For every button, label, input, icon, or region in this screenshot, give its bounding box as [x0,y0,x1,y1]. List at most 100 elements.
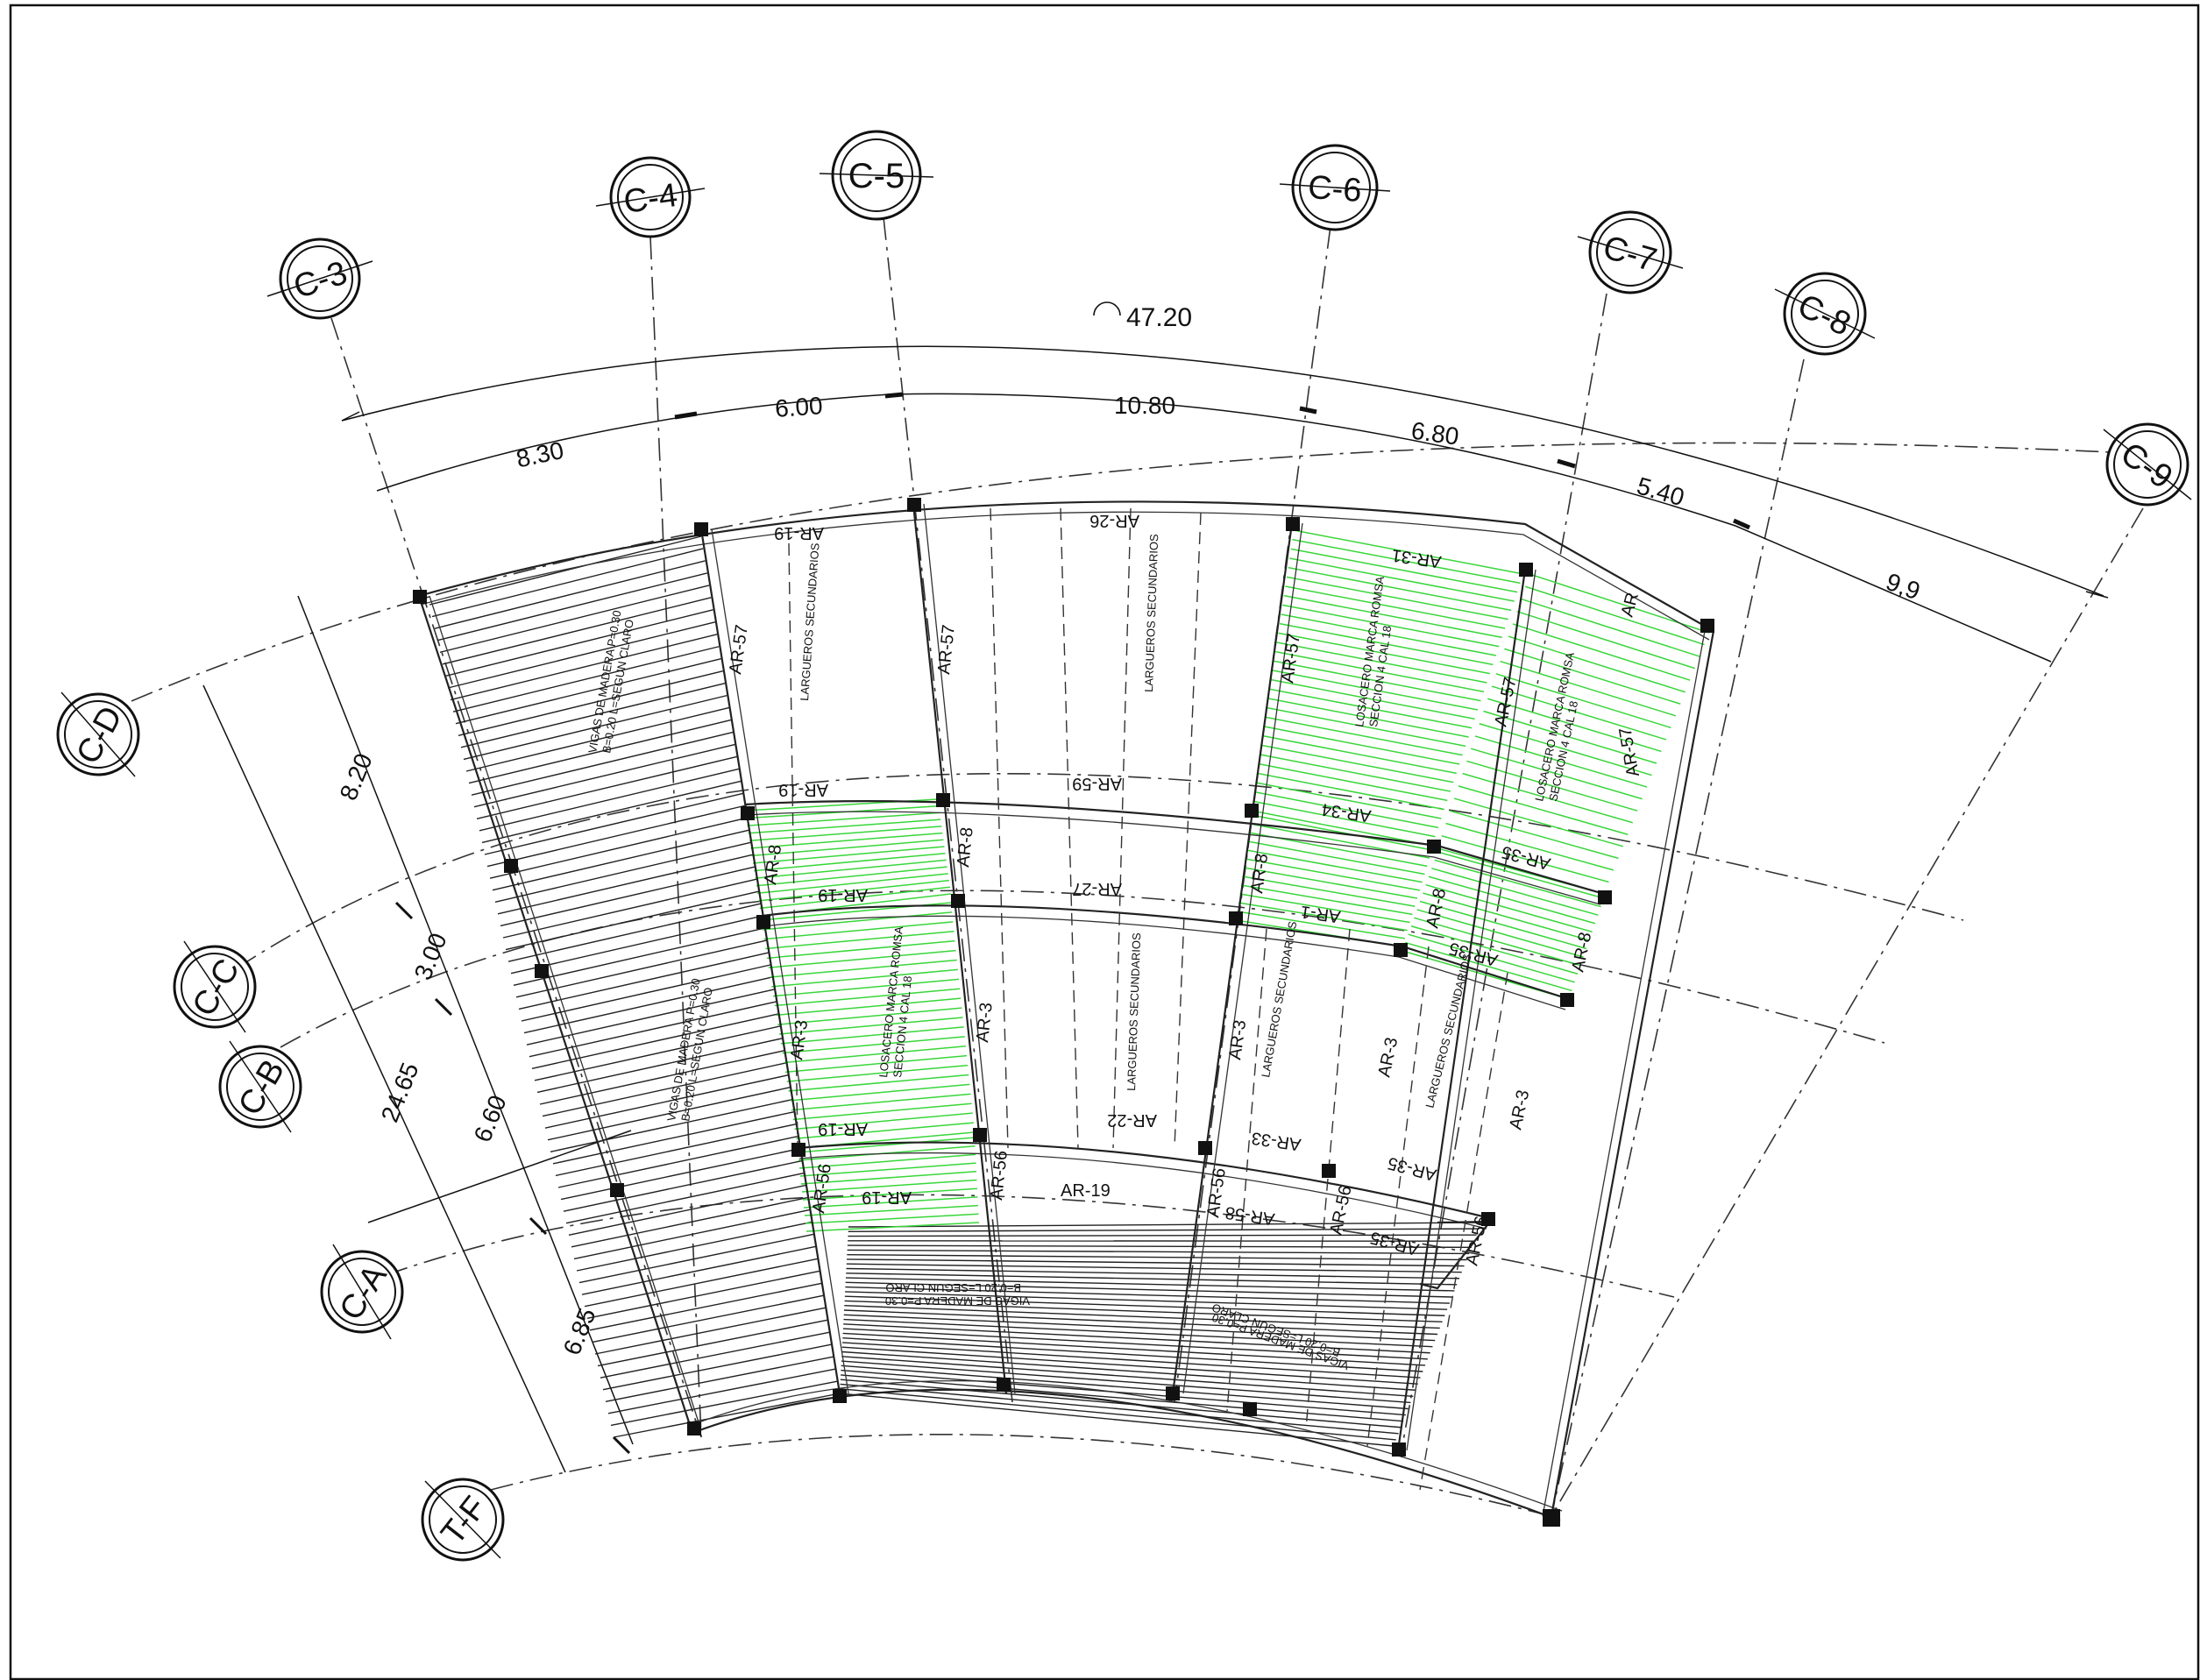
deck-hatch-line [1258,762,1448,802]
deck-hatch-line [1240,884,1413,916]
steel-deck-hatch [744,529,1710,1232]
deck-hatch-line [765,931,955,950]
beam-label-ar19-1: AR-19 [774,523,824,542]
wood-joist [592,1294,825,1343]
deck-hatch-line [1483,710,1657,764]
deck-hatch-line [801,1179,977,1193]
note-largueros-2: LARGUEROS SECUNDARIOS [1142,534,1160,692]
deck-hatch-line [1431,868,1599,916]
deck-hatch-line [1253,800,1436,838]
wood-joist [539,1050,784,1105]
deck-hatch-line [1261,744,1454,783]
wood-joist [846,1267,1460,1279]
deck-hatch-line [762,911,953,931]
wood-joist [479,768,740,832]
beam-label-ar27: AR-27 [1072,879,1122,898]
deck-hatch-line [1450,810,1619,860]
wood-joist [605,1356,834,1402]
deck-hatch-line [751,839,944,857]
wood-joist [502,878,757,939]
axis-bubble-cb: C-B [218,1040,302,1133]
deck-hatch-line [800,1171,977,1185]
wood-joist [581,1245,817,1295]
deck-hatch-line [1466,760,1638,812]
deck-hatch-line [1474,735,1648,788]
wood-joist [842,1342,1421,1379]
deck-hatch-line [1271,678,1475,720]
wood-joist [847,1258,1465,1267]
note-largueros-5: LARGUEROS SECUNDARIOS [1423,953,1473,1109]
deck-hatch-line [1262,734,1457,775]
wood-joist [840,1388,1396,1441]
deck-hatch-line [772,978,960,997]
wood-joist [544,1074,789,1129]
wood-joist [842,1328,1428,1360]
note-largueros-3: LARGUEROS SECUNDARIOS [1125,932,1143,1091]
wood-joist [560,1147,801,1201]
beam-label-ar26: AR-26 [1089,511,1139,530]
deck-hatch-line [1408,933,1575,983]
note-largueros-1: LARGUEROS SECUNDARIOS [798,542,822,702]
deck-hatch-line [788,1074,969,1092]
deck-hatch-line [1434,859,1601,908]
columns [413,498,1714,1527]
wood-joist [848,1228,1480,1232]
axis-bubbles: C-3 C-4 C-5 C-6 C-7 [56,130,2192,1562]
beam-label-ar57-1: AR-57 [726,623,752,675]
axis-bubble-c6: C-6 [1279,144,1391,231]
wood-joist [586,1270,820,1319]
deck-hatch-line [1462,772,1633,824]
axis-bubble-c9: C-9 [2103,422,2192,507]
sheet-border [9,4,2200,1680]
wood-joist [841,1369,1406,1416]
wood-joist [568,1184,806,1236]
dimension-lines: 47.20 8.30 6.00 10.80 6.80 5.40 9,9 8.20… [202,301,2109,1473]
deck-hatch-line [784,1046,966,1064]
wood-joist [481,780,742,844]
deck-hatch-line [1279,622,1494,666]
wood-joist [563,1159,803,1212]
wood-joist [845,1281,1452,1298]
deck-hatch-line [1410,925,1579,975]
wood-joist [607,1368,836,1414]
deck-hatch-line [1269,688,1473,729]
deck-hatch-line [1414,917,1581,967]
beam-label-ar57-5: AR-57 [1615,726,1643,778]
deck-hatch-line [748,819,941,834]
deck-hatch-line [802,1187,978,1201]
wood-joist [597,1319,828,1367]
wood-joist [429,535,702,606]
wood-joist [492,829,749,891]
note-largueros-4: LARGUEROS SECUNDARIOS [1259,920,1299,1079]
deck-hatch-line [1512,623,1691,681]
deck-hatch-line [805,1222,980,1232]
wood-joist [494,841,751,903]
wood-joist [534,1025,781,1081]
wood-joist [497,854,753,915]
wood-joist [510,915,763,975]
deck-hatch-line [1265,716,1463,756]
deck-hatch-line [750,832,943,849]
wood-joist [513,927,765,986]
deck-hatch-line [1419,900,1587,950]
deck-hatch-line [1264,726,1460,765]
wood-joist [839,1393,1395,1447]
deck-hatch-line [1487,698,1662,753]
beam-label-ar8-3: AR-8 [1247,852,1272,894]
deck-hatch-line [804,1204,979,1216]
axis-label-c4: C-4 [621,177,679,221]
beam-label-ar3-4: AR-3 [1374,1036,1402,1079]
wood-joist [845,1291,1448,1310]
beam-label-ar3-2: AR-3 [973,1002,997,1044]
structural-beams [417,500,1715,1522]
deck-hatch-line [1516,610,1695,670]
wood-joist [521,964,771,1022]
dim-span-c4-c5: 6.00 [774,392,824,422]
deck-hatch-line [1272,670,1479,711]
wood-joist [431,548,704,618]
wood-joist [840,1383,1399,1435]
wood-joist [610,1380,838,1427]
wood-joist [463,694,727,761]
dim-span-c3-c4: 8.30 [514,436,566,473]
deck-hatch-line [791,1093,971,1111]
